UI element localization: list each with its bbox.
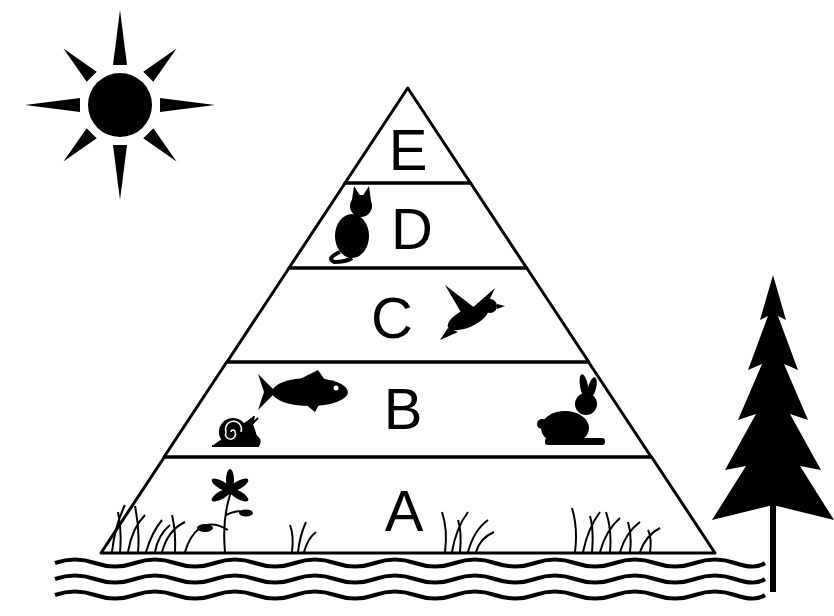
bird-silhouette: [440, 285, 505, 340]
flower: [197, 469, 253, 552]
pyramid-band: B: [164, 362, 651, 457]
level-letter: E: [389, 121, 428, 179]
band-shape: [101, 457, 715, 553]
water-waves: [55, 560, 765, 599]
band-shape: [164, 362, 651, 457]
band-shape: [289, 183, 527, 268]
level-letter: A: [385, 482, 424, 540]
fish-silhouette: [258, 370, 348, 412]
level-letter: D: [391, 200, 433, 258]
pine-tree: [712, 275, 834, 592]
band-shape: [227, 268, 589, 362]
snail-silhouette: [212, 416, 260, 446]
pyramid-band: D: [289, 183, 527, 268]
level-letter: C: [371, 289, 413, 347]
band-shape: [345, 88, 470, 183]
sun: [25, 10, 215, 200]
pyramid-band: E: [345, 88, 470, 183]
pyramid-band: C: [227, 268, 589, 362]
level-letter: B: [384, 380, 423, 438]
rabbit-silhouette: [537, 373, 605, 445]
pyramid-band: A: [101, 457, 715, 553]
